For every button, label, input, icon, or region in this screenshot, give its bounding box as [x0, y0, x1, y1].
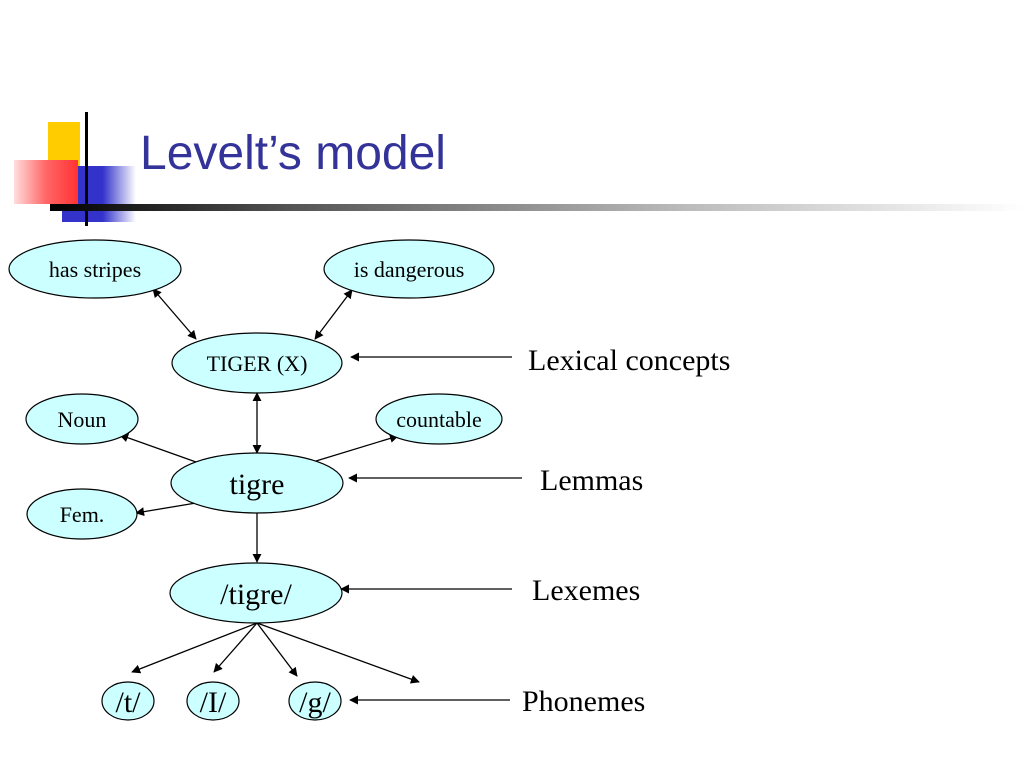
logo-red-square — [14, 160, 78, 204]
edge-lexeme-extra — [256, 622, 420, 684]
node-noun: Noun — [25, 393, 139, 445]
node-phoneme-t: /t/ — [101, 681, 155, 721]
node-fem: Fem. — [26, 488, 138, 540]
edge-tigre-countable — [315, 434, 399, 462]
label-lexical-concepts: Lexical concepts — [528, 344, 730, 377]
node-fem-label: Fem. — [60, 502, 105, 527]
node-tiger-shape — [171, 332, 343, 394]
node-phoneme-g: /g/ — [288, 681, 342, 721]
node-has-stripes-label: has stripes — [49, 257, 141, 282]
edge-tigre-noun — [119, 433, 197, 463]
node-countable-shape — [375, 393, 503, 445]
node-tiger: TIGER (X) — [171, 332, 343, 394]
node-phoneme-g-shape — [288, 681, 342, 721]
node-tigre-lexeme-label: /tigre/ — [220, 578, 292, 611]
level-labels: Lexical concepts Lemmas Lexemes Phonemes — [522, 344, 730, 718]
node-countable-label: countable — [396, 407, 482, 432]
diagram-nodes: has stripes is dangerous TIGER (X) Noun … — [8, 239, 503, 721]
node-fem-shape — [26, 488, 138, 540]
diagram-edges — [119, 288, 522, 705]
label-lexemes: Lexemes — [532, 574, 640, 607]
label-phonemes: Phonemes — [522, 685, 645, 718]
node-noun-label: Noun — [58, 407, 107, 432]
node-tigre-label: tigre — [230, 468, 285, 501]
node-phoneme-i: /I/ — [186, 681, 240, 721]
node-tigre: tigre — [170, 452, 344, 514]
node-has-stripes: has stripes — [8, 239, 182, 299]
node-phoneme-i-shape — [186, 681, 240, 721]
node-tigre-lexeme-shape — [169, 562, 343, 624]
node-phoneme-t-label: /t/ — [115, 686, 141, 719]
slide-title: Levelt’s model — [140, 127, 446, 180]
label-lemmas: Lemmas — [540, 464, 643, 497]
node-is-dangerous-shape — [323, 239, 495, 299]
edge-tiger-has-stripes — [152, 288, 197, 340]
node-phoneme-t-shape — [101, 681, 155, 721]
node-tigre-lexeme: /tigre/ — [169, 562, 343, 624]
node-countable: countable — [375, 393, 503, 445]
edge-lexeme-g — [256, 622, 298, 677]
node-tiger-label: TIGER (X) — [207, 351, 308, 376]
node-is-dangerous-label: is dangerous — [354, 257, 465, 282]
node-is-dangerous: is dangerous — [323, 239, 495, 299]
node-has-stripes-shape — [8, 239, 182, 299]
edge-lexeme-i — [213, 622, 258, 673]
edge-tiger-is-dangerous — [314, 289, 353, 340]
node-tigre-shape — [170, 452, 344, 514]
title-divider — [50, 204, 1024, 211]
edge-tigre-fem — [135, 502, 197, 517]
node-noun-shape — [25, 393, 139, 445]
logo-vertical-bar — [85, 112, 88, 226]
node-phoneme-g-label: /g/ — [299, 686, 331, 719]
node-phoneme-i-label: /I/ — [200, 686, 227, 719]
edge-lexeme-t — [131, 622, 258, 674]
